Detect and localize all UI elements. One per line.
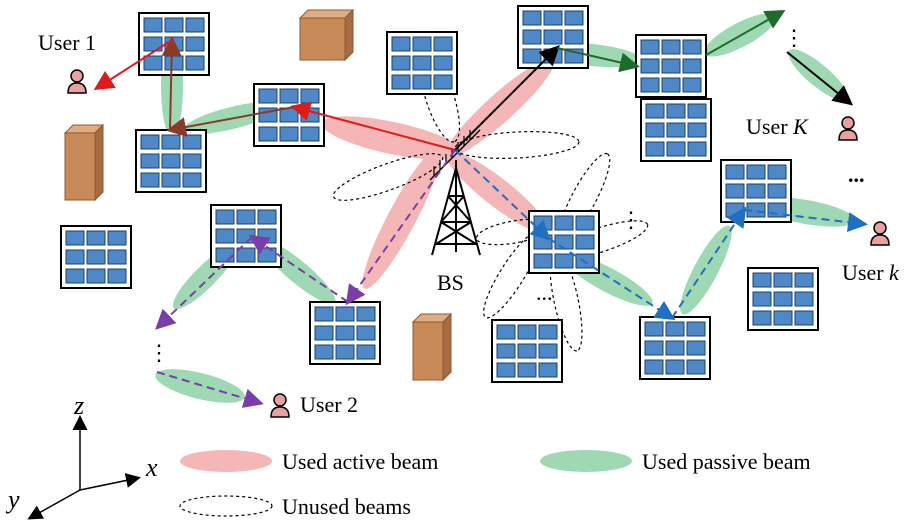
bs-tower	[429, 129, 481, 256]
passive-beam-8	[155, 369, 245, 403]
link-ris-a-to-ris-b	[166, 106, 295, 137]
axis-y-line	[27, 489, 81, 520]
legend-unused-swatch	[179, 495, 273, 517]
legend-unused-label: Unused beams	[282, 494, 411, 519]
label-user1: User 1	[38, 30, 96, 55]
ris-panel	[528, 210, 600, 274]
ris-panel	[640, 98, 712, 162]
user2-icon	[270, 393, 290, 418]
ris-panel	[720, 159, 792, 223]
axis-x-line	[79, 473, 141, 491]
vdots-top-right: ⋮	[783, 25, 805, 50]
building-left	[63, 123, 105, 202]
label-userk: User k	[842, 260, 900, 285]
ris-panel	[517, 5, 589, 69]
link-ris-d-to-ris-e	[556, 47, 640, 73]
unused-beam-bs-3	[332, 153, 444, 201]
legend-passive-label: Used passive beam	[642, 449, 811, 474]
link-to-user2	[156, 371, 264, 408]
legend-passive-swatch	[540, 450, 632, 472]
axis-y-label: y	[5, 485, 20, 514]
userK-icon	[838, 116, 858, 141]
ris-panel	[210, 204, 282, 268]
axis-x-label: x	[145, 453, 158, 482]
link-ris-j-out	[155, 236, 253, 330]
label-userK: User K	[746, 114, 809, 139]
building-bottom	[411, 312, 453, 382]
ris-panel	[309, 301, 381, 365]
link-bs-to-ris-a	[290, 101, 456, 151]
ris-panel	[60, 225, 132, 289]
active-beam-down-right	[445, 151, 549, 233]
ris-panel	[747, 267, 819, 331]
active-beam-to-ris-left	[321, 116, 463, 160]
ris-panel	[138, 12, 210, 76]
ris-panel	[386, 31, 458, 95]
link-ris-h-to-userk	[743, 209, 868, 233]
link-ris-f-to-ris-g	[547, 237, 676, 321]
user1-icon	[67, 69, 87, 94]
buildings	[63, 8, 453, 382]
ellipsis-right: ...	[848, 162, 865, 187]
legend-active-swatch	[180, 450, 272, 472]
link-ris-g-to-ris-h	[671, 206, 747, 319]
ris-panel	[491, 319, 563, 383]
ris-panel	[253, 83, 325, 147]
vdots-left: ⋮	[148, 340, 170, 365]
axis-z-label: z	[73, 391, 84, 420]
links	[93, 10, 868, 408]
axes	[27, 415, 141, 520]
ris-panel	[135, 129, 207, 193]
ris-panel	[639, 316, 711, 380]
label-bs: BS	[437, 270, 464, 295]
link-ris-i-to-ris-j	[248, 234, 349, 303]
ris-panel	[635, 34, 707, 98]
label-user2: User 2	[300, 392, 358, 417]
link-ris-c-to-user1	[93, 39, 173, 91]
link-to-userK	[786, 51, 854, 106]
legend: Used active beam Used passive beam Unuse…	[179, 449, 811, 519]
building-top	[298, 8, 355, 62]
passive-beam-10	[680, 225, 732, 315]
labels: User 1 User 2 User K User k BS ... ... ⋮…	[38, 25, 900, 417]
unused-beam-bs-2	[454, 131, 580, 159]
link-ris-e-out	[705, 10, 786, 56]
link-bs-to-ris-d	[454, 45, 560, 151]
link-bs-to-ris-i	[345, 149, 456, 306]
ellipsis-ris: ...	[536, 280, 553, 305]
link-ris-b-to-ris-c	[161, 36, 182, 131]
userk-icon	[870, 221, 890, 246]
active-beam-down-left	[362, 147, 442, 289]
vdots-ris: ⋮	[620, 207, 642, 232]
link-bs-to-ris-f	[454, 149, 551, 241]
legend-active-label: Used active beam	[282, 449, 438, 474]
